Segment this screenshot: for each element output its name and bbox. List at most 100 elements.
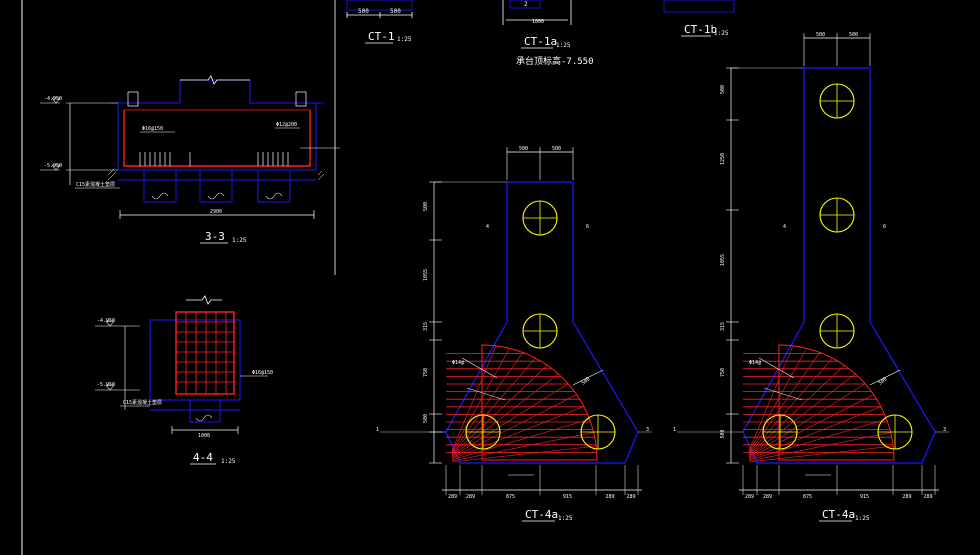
ct4a-left-bottom-dim-5: 289 (627, 494, 636, 500)
ct4a-left-diag-dim: 500 (581, 376, 592, 386)
ct4a-right-rebar-leader (758, 357, 795, 379)
ct1b-fragment (663, 0, 735, 13)
ct1b-title: CT-1b (684, 23, 717, 36)
ct4a-right-axis-3: 3 (943, 427, 946, 433)
sec33-width-dim: 2900 (210, 209, 222, 215)
ct4a-right-bottom-dim-5: 289 (924, 494, 933, 500)
sec33-elev-bot: -5.950 (44, 163, 62, 169)
ct4a-left-rebar-d-4 (451, 357, 536, 455)
ct4a-left-axis-1: 1 (376, 427, 379, 433)
ct1-scale: 1:25 (397, 36, 412, 43)
sec33-note-2: Φ12@200 (276, 122, 297, 128)
sec33-note-1: Φ16@150 (142, 126, 163, 132)
ct1a-scale: 1:25 (556, 42, 571, 49)
ct4a-left-left-dim-4: 500 (423, 414, 429, 423)
ct4a-right-top-dim-1: 500 (816, 32, 825, 38)
sec44-elev-bot: -5.950 (97, 382, 115, 388)
ct4a-left-top-dim-1: 500 (519, 146, 528, 152)
ct4a-right-rebar-d-9 (748, 406, 881, 460)
ct4a-left-rebar-sector (481, 344, 598, 461)
ct4a-left-rebar-d-9 (451, 406, 584, 460)
ct4a-right-bottom-dim-0: 289 (745, 494, 754, 500)
ct4a-left-title: CT-4a (525, 508, 558, 521)
ct4a-right-rebar-d-2 (748, 348, 807, 453)
ct1a-fragment (502, 0, 572, 25)
ct4a-right-rebar-d-11 (748, 432, 891, 462)
section-4-4-scale: 1:25 (221, 458, 236, 465)
section-3-3 (40, 75, 340, 219)
ct4a-right-top-dim-2: 500 (849, 32, 858, 38)
sec33-note-3: C15素混凝土垫层 (76, 181, 115, 188)
ct4a-right-bottom-dim-3: 915 (860, 494, 869, 500)
ct4a-right-outline (742, 67, 936, 464)
ct1a-fragment-mark: 2 (524, 1, 528, 8)
ct4a-left-top-dim-2: 500 (552, 146, 561, 152)
ct1a-elevation-note: 承台顶标高-7.550 (516, 55, 594, 67)
ct4a-left-rebar-d-10 (451, 418, 590, 461)
ct4a-right-rebar-d-10 (748, 418, 887, 461)
ct4a-left-left-dim-0: 500 (423, 202, 429, 211)
ct4a-right-scale: 1:25 (855, 515, 870, 522)
sec33-elev-top: -4.950 (44, 96, 62, 102)
ct4a-left-axis-4: 4 (486, 224, 489, 230)
ct1-top-dim-2: 500 (390, 8, 401, 15)
ct4a-right-axis-4: 4 (783, 224, 786, 230)
ct1a-title: CT-1a (524, 35, 557, 48)
ct4a-right-bottom-dim-4: 289 (903, 494, 912, 500)
plan-ct4a-right: 500 500 500 1250 1055 315 750 500 289 289 875 915 28… (673, 32, 949, 522)
ct1a-fragment-dim: 1000 (532, 19, 544, 25)
ct4a-right-left-dim-5: 500 (720, 429, 726, 438)
ct4a-left-bottom-dim-0: 289 (448, 494, 457, 500)
ct4a-right-bottom-dim-1: 289 (763, 494, 772, 500)
ct4a-left-rebar-note: Φ14@ (452, 360, 464, 366)
ct4a-left-rebar-d-3 (451, 352, 524, 454)
ct4a-left-bottom-dim-3: 915 (563, 494, 572, 500)
ct4a-right-rebar-d-1 (748, 345, 794, 452)
ct4a-right-left-dim-3: 315 (720, 322, 726, 331)
sec44-note-2: C15素混凝土垫层 (123, 399, 162, 406)
ct4a-left-leader-2 (466, 387, 506, 401)
ct4a-left-left-dim-2: 315 (423, 322, 429, 331)
ct4a-left-bottom-dim-2: 875 (506, 494, 515, 500)
sec44-elev-top: -4.950 (97, 318, 115, 324)
ct1-top-dim-1: 500 (358, 8, 369, 15)
ct4a-right-rebar-d-5 (748, 365, 845, 456)
ct4a-left-rebar-d-6 (451, 373, 559, 457)
ct4a-right-rebar-d-3 (748, 352, 821, 454)
ct4a-right-leader-2 (763, 387, 803, 401)
ct4a-right-axis-6: 6 (883, 224, 886, 230)
ct4a-left-rebar-d-12 (451, 445, 597, 463)
section-4-4 (95, 295, 268, 434)
ct4a-right-rebar-sector (778, 344, 895, 461)
ct4a-right-left-dim-1: 1250 (720, 153, 726, 165)
ct4a-left-bottom-dim-1: 289 (466, 494, 475, 500)
ct4a-right-axis-1: 1 (673, 427, 676, 433)
ct4a-left-left-dim-1: 1055 (423, 269, 429, 281)
ct4a-left-rebar-leader (461, 357, 498, 379)
ct4a-right-bottom-dim-2: 875 (803, 494, 812, 500)
sec44-note-1: Φ16@150 (252, 370, 273, 376)
ct4a-left-outline (445, 181, 639, 464)
ct4a-left-axis-3: 3 (646, 427, 649, 433)
ct4a-right-diag-dim: 500 (878, 376, 889, 386)
ct4a-right-left-dim-4: 750 (720, 368, 726, 377)
ct4a-left-rebar-d-1 (451, 345, 497, 452)
section-3-3-title: 3-3 (205, 230, 225, 243)
section-4-4-title: 4-4 (193, 451, 213, 464)
ct4a-left-axis-6: 6 (586, 224, 589, 230)
ct1-title: CT-1 (368, 30, 395, 43)
ct4a-left-rebar-d-11 (451, 432, 594, 462)
ct4a-left-scale: 1:25 (558, 515, 573, 522)
ct4a-left-bottom-dim-4: 289 (606, 494, 615, 500)
ct4a-right-rebar-d-4 (748, 357, 833, 455)
ct1-fragment (346, 0, 413, 18)
ct4a-right-diag-line (869, 369, 901, 386)
ct4a-right-title: CT-4a (822, 508, 855, 521)
sec44-width-dim: 1000 (198, 433, 210, 439)
section-3-3-scale: 1:25 (232, 237, 247, 244)
ct4a-right-rebar-note: Φ14@ (749, 360, 761, 366)
ct4a-left-rebar-d-5 (451, 365, 548, 456)
ct4a-right-left-dim-2: 1055 (720, 254, 726, 266)
ct4a-right-left-dim-0: 500 (720, 85, 726, 94)
